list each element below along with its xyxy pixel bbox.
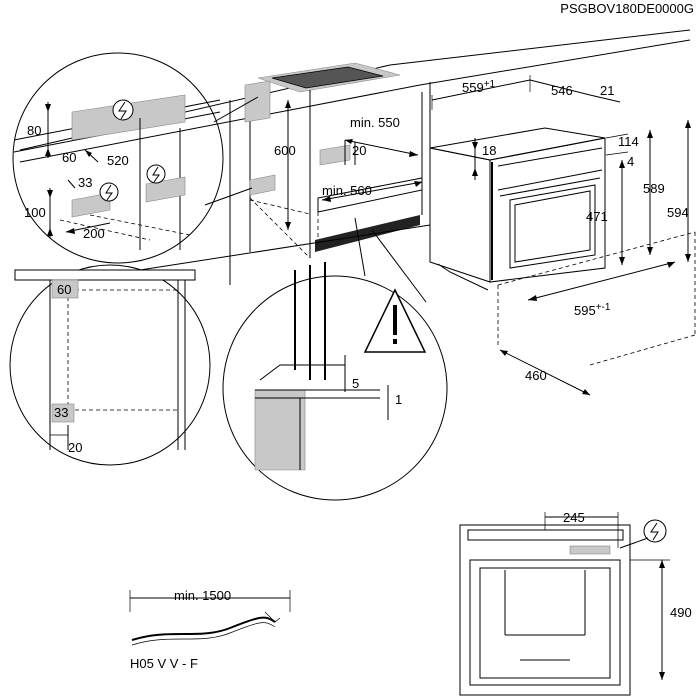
dim-546: 546 bbox=[529, 79, 591, 98]
dim-21: 21 bbox=[589, 83, 621, 103]
dim-80-label: 80 bbox=[27, 123, 41, 138]
dim-200-label: 200 bbox=[83, 226, 105, 241]
power-lightning-icon bbox=[112, 99, 134, 121]
dim-594-label: 594 bbox=[667, 205, 689, 220]
dim-min550: min. 550 bbox=[344, 115, 419, 157]
dim-5-label: 5 bbox=[352, 376, 359, 391]
dim-471: 471 bbox=[586, 160, 625, 265]
dim-4-label: 4 bbox=[627, 154, 634, 169]
dim-589: 589 bbox=[643, 130, 665, 255]
dim-559: 559+1 bbox=[431, 75, 531, 110]
dim-594: 594 bbox=[667, 120, 691, 262]
power-lightning-icon bbox=[643, 519, 667, 543]
dim-60-top-label: 60 bbox=[62, 150, 76, 165]
dim-min560-label: min. 560 bbox=[322, 183, 372, 198]
detail-circle-left: 60 33 20 bbox=[9, 264, 211, 466]
dim-245-label: 245 bbox=[563, 510, 585, 525]
detail-circle-center: 5 1 bbox=[222, 217, 448, 501]
dim-600: 600 bbox=[274, 100, 296, 230]
product-code: PSGBOV180DE0000G bbox=[560, 1, 694, 16]
detail-circle-top-left: 80 60 520 33 100 200 bbox=[12, 52, 259, 264]
dim-33-top-label: 33 bbox=[78, 175, 92, 190]
dim-min550-label: min. 550 bbox=[350, 115, 400, 130]
dim-520-label: 520 bbox=[107, 153, 129, 168]
cable-length-label: min. 1500 bbox=[174, 588, 231, 603]
dim-595: 595+-1 bbox=[497, 231, 696, 318]
dim-20-detail-label: 20 bbox=[68, 440, 82, 455]
dim-1-label: 1 bbox=[395, 392, 402, 407]
oven-front-view: 245 490 bbox=[459, 510, 692, 696]
dim-589-label: 589 bbox=[643, 181, 665, 196]
dim-460: 460 bbox=[497, 232, 696, 396]
dim-21-label: 21 bbox=[600, 83, 614, 98]
dim-100-label: 100 bbox=[24, 205, 46, 220]
dim-460-label: 460 bbox=[525, 368, 547, 383]
dim-546-label: 546 bbox=[551, 83, 573, 98]
warning-triangle-icon bbox=[363, 288, 427, 353]
dim-600-label: 600 bbox=[274, 143, 296, 158]
dim-18: 18 bbox=[472, 138, 496, 180]
dim-60-detail-label: 60 bbox=[57, 282, 71, 297]
dim-33-detail-label: 33 bbox=[54, 405, 68, 420]
power-lightning-icon bbox=[99, 182, 119, 202]
dim-min560: min. 560 bbox=[321, 181, 423, 202]
dim-114: 114 4 bbox=[605, 133, 639, 169]
dim-18-label: 18 bbox=[482, 143, 496, 158]
dim-20-cabinet: 20 bbox=[344, 140, 366, 165]
dim-20-cabinet-label: 20 bbox=[352, 143, 366, 158]
cable-type-label: H05 V V - F bbox=[130, 656, 198, 671]
cable-detail: min. 1500 H05 V V - F bbox=[129, 588, 291, 671]
oven-drawing bbox=[429, 127, 606, 291]
cabinet-perspective bbox=[19, 29, 691, 285]
dim-559-label: 559+1 bbox=[462, 79, 496, 95]
dim-471-label: 471 bbox=[586, 209, 608, 224]
dim-490-label: 490 bbox=[670, 605, 692, 620]
dim-114-label: 114 bbox=[618, 134, 639, 149]
dim-595-label: 595+-1 bbox=[574, 302, 611, 318]
power-lightning-icon bbox=[146, 164, 166, 184]
